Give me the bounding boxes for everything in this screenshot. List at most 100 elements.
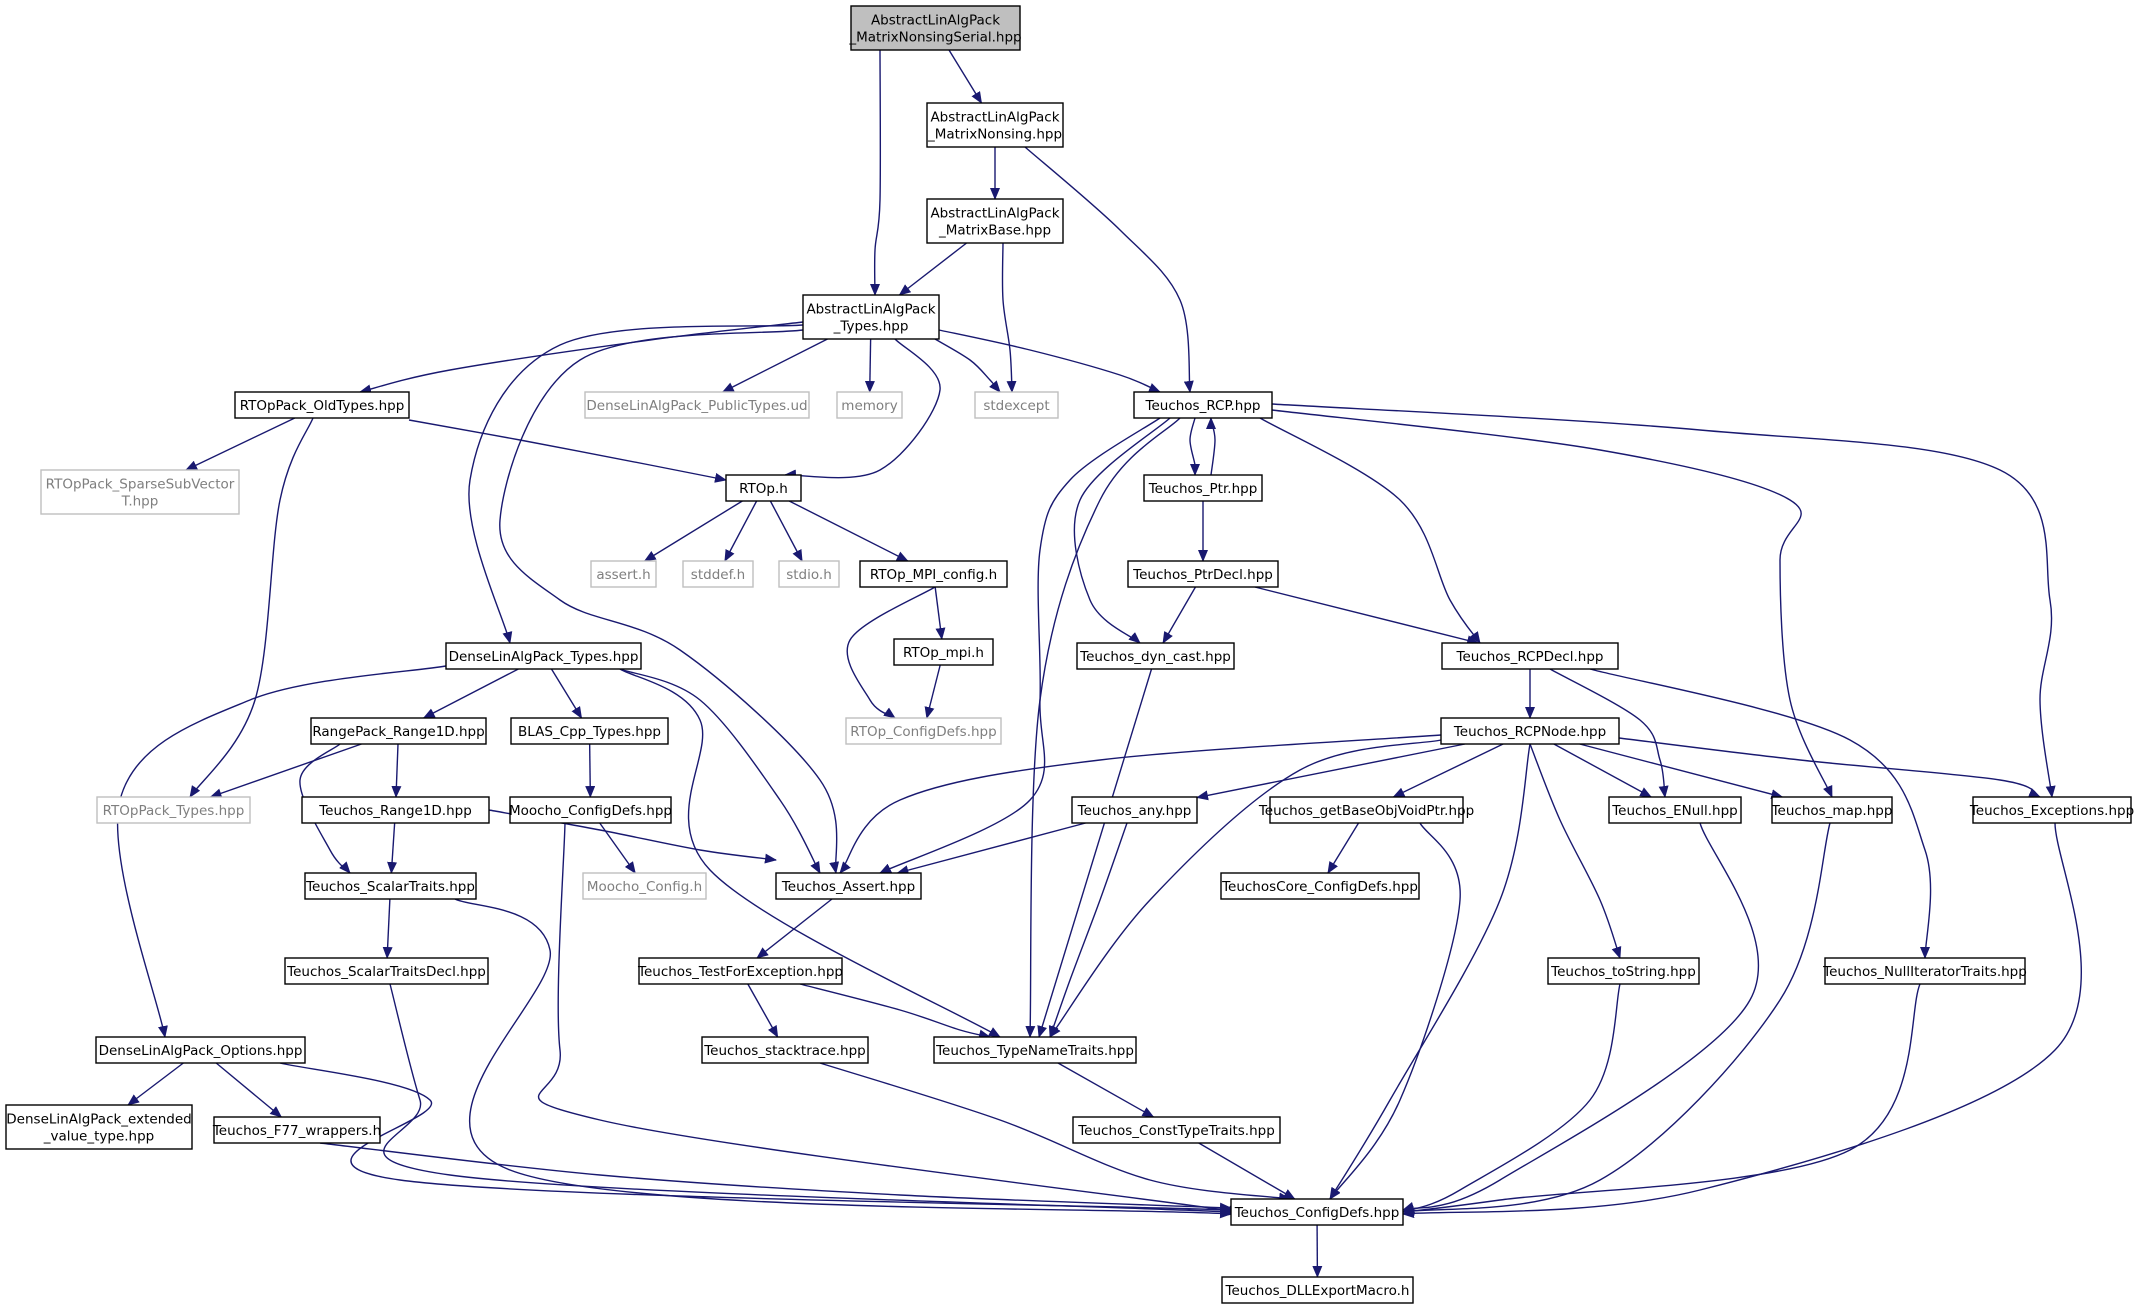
file-node-n22[interactable]: BLAS_Cpp_Types.hpp: [510, 717, 669, 745]
file-node-n32[interactable]: Teuchos_Exceptions.hpp: [1969, 796, 2134, 824]
node-box: [1072, 1116, 1281, 1144]
file-node-n8[interactable]: Teuchos_RCP.hpp: [1133, 391, 1273, 419]
file-node-n37[interactable]: Teuchos_ScalarTraitsDecl.hpp: [284, 957, 489, 985]
file-node-n27[interactable]: Moocho_ConfigDefs.hpp: [509, 796, 672, 824]
edge-n8-to-n35: [879, 417, 1161, 874]
edge-line: [1254, 586, 1480, 646]
node-label: Moocho_ConfigDefs.hpp: [509, 803, 672, 819]
node-label: Teuchos_ScalarTraits.hpp: [305, 879, 475, 895]
file-node-n16[interactable]: Teuchos_PtrDecl.hpp: [1127, 560, 1279, 588]
file-node-n28[interactable]: Teuchos_any.hpp: [1071, 796, 1198, 824]
file-node-n34: Moocho_Config.h: [582, 872, 707, 900]
file-node-n35[interactable]: Teuchos_Assert.hpp: [775, 872, 922, 900]
edge-line: [896, 822, 1086, 876]
node-box: [1440, 717, 1620, 745]
file-node-n26[interactable]: Teuchos_Range1D.hpp: [301, 796, 490, 824]
file-node-n47[interactable]: Teuchos_ConfigDefs.hpp: [1230, 1198, 1404, 1226]
edge-line: [382, 898, 393, 959]
node-box: [802, 294, 940, 340]
node-label: Teuchos_ConstTypeTraits.hpp: [1077, 1123, 1275, 1139]
edge-n41-to-n44: [127, 1062, 184, 1106]
file-node-n46[interactable]: Teuchos_ConstTypeTraits.hpp: [1072, 1116, 1281, 1144]
edge-line: [1196, 743, 1466, 801]
file-node-n24[interactable]: Teuchos_RCPNode.hpp: [1440, 717, 1620, 745]
file-node-n10[interactable]: RTOp.h: [725, 474, 802, 502]
edge-line: [948, 49, 983, 104]
edge-n3-to-n35: [499, 329, 840, 874]
file-node-n42[interactable]: Teuchos_stacktrace.hpp: [701, 1036, 869, 1064]
edge-line: [799, 983, 991, 1040]
edge-line: [619, 668, 821, 874]
edge-line: [924, 664, 941, 719]
node-box: [775, 872, 922, 900]
file-node-n21[interactable]: RangePack_Range1D.hpp: [310, 717, 487, 745]
edge-n3-to-n5: [721, 338, 828, 393]
file-node-n11[interactable]: Teuchos_Ptr.hpp: [1143, 474, 1263, 502]
node-box: [926, 198, 1064, 244]
node-box: [859, 560, 1008, 588]
edge-line: [1402, 822, 2082, 1219]
node-box: [234, 391, 410, 419]
file-node-n36[interactable]: TeuchosCore_ConfigDefs.hpp: [1220, 872, 1420, 900]
edge-line: [1259, 417, 1481, 644]
edge-n11-to-n8: [1205, 417, 1216, 476]
node-label: Teuchos_DLLExportMacro.h: [1225, 1283, 1410, 1299]
node-box: [5, 1104, 193, 1150]
file-node-n19[interactable]: Teuchos_dyn_cast.hpp: [1076, 642, 1235, 670]
file-node-n45[interactable]: Teuchos_F77_wrappers.h: [212, 1116, 381, 1144]
node-box: [974, 391, 1059, 419]
node-box: [836, 391, 903, 419]
file-node-n4[interactable]: RTOpPack_OldTypes.hpp: [234, 391, 410, 419]
edge-n38-to-n43: [799, 983, 991, 1040]
file-node-n39[interactable]: Teuchos_toString.hpp: [1547, 957, 1700, 985]
file-node-n40[interactable]: Teuchos_NullIteratorTraits.hpp: [1822, 957, 2027, 985]
node-label: Teuchos_toString.hpp: [1550, 964, 1696, 980]
file-node-n20[interactable]: Teuchos_RCPDecl.hpp: [1441, 642, 1619, 670]
file-node-n30[interactable]: Teuchos_ENull.hpp: [1608, 796, 1742, 824]
nodes-layer: AbstractLinAlgPack_MatrixNonsingSerial.h…: [5, 5, 2134, 1304]
file-node-n41[interactable]: DenseLinAlgPack_Options.hpp: [95, 1036, 306, 1064]
node-label: DenseLinAlgPack_extended: [6, 1112, 191, 1128]
file-node-n43[interactable]: Teuchos_TypeNameTraits.hpp: [933, 1036, 1137, 1064]
edge-line: [756, 898, 833, 959]
file-node-n5: DenseLinAlgPack_PublicTypes.ud: [584, 391, 810, 419]
node-box: [845, 717, 1002, 745]
node-label: AbstractLinAlgPack: [930, 206, 1059, 222]
edge-n15-to-n18: [934, 586, 946, 640]
node-label: RangePack_Range1D.hpp: [312, 724, 484, 740]
file-node-n2[interactable]: AbstractLinAlgPack_MatrixBase.hpp: [926, 198, 1064, 244]
edge-n16-to-n19: [1162, 586, 1197, 644]
file-node-n29[interactable]: Teuchos_getBaseObjVoidPtr.hpp: [1258, 796, 1474, 824]
file-node-n15[interactable]: RTOp_MPI_config.h: [859, 560, 1008, 588]
edge-n35-to-n38: [756, 898, 833, 959]
edge-line: [898, 242, 968, 296]
edge-n3-to-n6: [864, 338, 875, 393]
node-label: Teuchos_TypeNameTraits.hpp: [935, 1043, 1134, 1059]
file-node-n18[interactable]: RTOp_mpi.h: [893, 638, 994, 666]
node-box: [445, 642, 642, 670]
edge-n10-to-n14: [769, 500, 803, 562]
edge-line: [724, 500, 758, 562]
file-node-n48[interactable]: Teuchos_DLLExportMacro.h: [1221, 1276, 1414, 1304]
file-node-n33[interactable]: Teuchos_ScalarTraits.hpp: [304, 872, 477, 900]
node-label: Teuchos_ConfigDefs.hpp: [1234, 1205, 1400, 1221]
file-node-n31[interactable]: Teuchos_map.hpp: [1771, 796, 1893, 824]
node-label: AbstractLinAlgPack: [930, 110, 1059, 126]
node-label: DenseLinAlgPack_PublicTypes.ud: [586, 398, 807, 414]
node-label: _MatrixBase.hpp: [938, 223, 1051, 239]
edge-n45-to-n47: [319, 1142, 1232, 1213]
edge-n32-to-n47: [1402, 822, 2082, 1219]
edge-line: [599, 822, 636, 874]
edge-line: [784, 338, 941, 480]
edge-line: [1162, 586, 1197, 644]
file-node-n38[interactable]: Teuchos_TestForException.hpp: [637, 957, 843, 985]
edge-line: [819, 1062, 1291, 1203]
file-node-n3[interactable]: AbstractLinAlgPack_Types.hpp: [802, 294, 940, 340]
node-label: Teuchos_Range1D.hpp: [318, 803, 472, 819]
file-node-n17[interactable]: DenseLinAlgPack_Types.hpp: [445, 642, 642, 670]
file-node-n1[interactable]: AbstractLinAlgPack_MatrixNonsing.hpp: [926, 102, 1064, 148]
edge-line: [209, 743, 362, 799]
edge-line: [1529, 743, 1622, 959]
edge-line: [879, 417, 1161, 874]
file-node-n44[interactable]: DenseLinAlgPack_extended_value_type.hpp: [5, 1104, 193, 1150]
